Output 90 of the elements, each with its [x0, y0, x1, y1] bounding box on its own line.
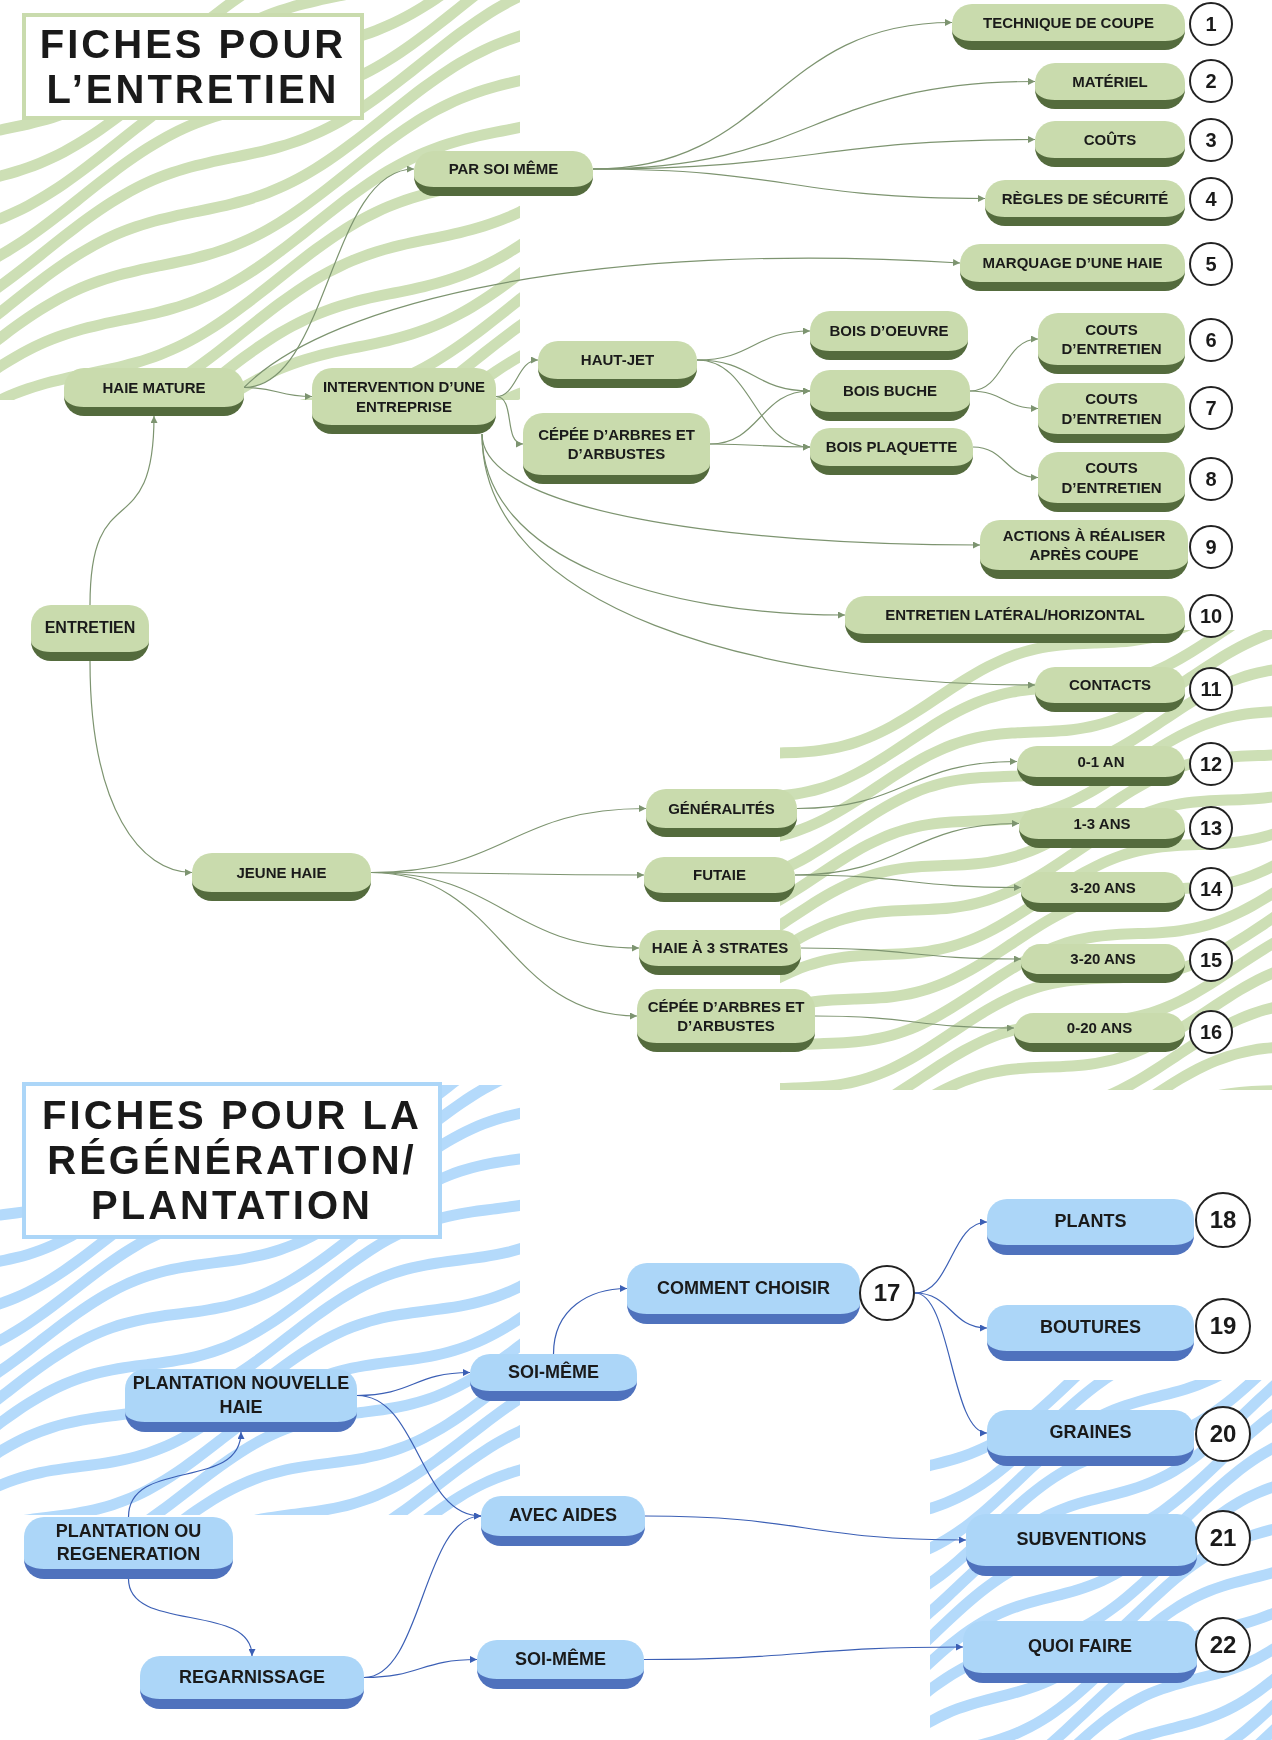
arrow	[914, 1292, 988, 1435]
topic-pill: BOIS PLAQUETTE	[810, 428, 973, 475]
arrow	[800, 947, 1022, 963]
topic-pill: CÉPÉE D’ARBRES ET D’ARBUSTES	[523, 413, 710, 484]
sheet-number: 6	[1189, 318, 1233, 362]
arrow	[243, 386, 313, 400]
topic-pill: COÛTS	[1035, 121, 1185, 167]
topic-pill: 1-3 ANS	[1019, 808, 1185, 848]
topic-pill: SOI-MÊME	[470, 1354, 637, 1401]
topic-pill: TECHNIQUE DE COUPE	[952, 4, 1185, 50]
arrow	[363, 1656, 478, 1679]
arrow	[709, 443, 811, 451]
sheet-number: 17	[859, 1265, 915, 1321]
sheet-number: 10	[1189, 594, 1233, 638]
topic-pill: FUTAIE	[644, 857, 795, 902]
sheet-number: 13	[1189, 806, 1233, 850]
topic-pill: 0-1 AN	[1017, 746, 1185, 786]
arrow	[814, 1015, 1015, 1032]
sheet-number: 7	[1189, 386, 1233, 430]
topic-pill: CÉPÉE D’ARBRES ET D’ARBUSTES	[637, 989, 815, 1052]
topic-pill: HAIE MATURE	[64, 368, 244, 416]
sheet-number: 5	[1189, 242, 1233, 286]
arrow	[481, 433, 1036, 689]
topic-pill: QUOI FAIRE	[963, 1621, 1197, 1683]
title-frame: FICHES POUR L’ENTRETIEN	[22, 13, 364, 120]
topic-pill: ENTRETIEN	[31, 605, 149, 661]
arrow	[644, 1515, 967, 1544]
sheet-number: 21	[1195, 1510, 1251, 1566]
topic-pill: PLANTATION NOUVELLE HAIE	[125, 1369, 357, 1432]
topic-pill: RÈGLES DE SÉCURITÉ	[985, 180, 1185, 226]
sheet-number: 16	[1189, 1010, 1233, 1054]
arrow	[89, 415, 158, 606]
arrow	[370, 871, 638, 1019]
arrow	[592, 168, 986, 202]
topic-pill: ACTIONS À RÉALISER APRÈS COUPE	[980, 520, 1188, 579]
sheet-number: 22	[1195, 1617, 1251, 1673]
topic-pill: COUTS D’ENTRETIEN	[1038, 452, 1185, 512]
topic-pill: BOUTURES	[987, 1305, 1194, 1361]
sheet-number: 14	[1189, 867, 1233, 911]
arrow	[914, 1292, 988, 1331]
topic-pill: HAUT-JET	[538, 341, 697, 388]
arrow	[794, 874, 1022, 891]
arrow	[495, 395, 524, 446]
topic-pill: BOIS D’OEUVRE	[810, 311, 968, 360]
topic-pill: 3-20 ANS	[1021, 944, 1185, 983]
sheet-number: 4	[1189, 177, 1233, 221]
arrow	[972, 446, 1039, 481]
sheet-number: 20	[1195, 1406, 1251, 1462]
topic-pill: INTERVENTION D’UNE ENTREPRISE	[312, 368, 496, 434]
arrow	[969, 390, 1039, 412]
topic-pill: MARQUAGE D’UNE HAIE	[960, 244, 1185, 291]
topic-pill: JEUNE HAIE	[192, 853, 371, 901]
topic-pill: SUBVENTIONS	[966, 1514, 1197, 1576]
sheet-number: 12	[1189, 742, 1233, 786]
arrow	[643, 1643, 964, 1661]
topic-pill: PLANTATION OU REGENERATION	[24, 1517, 233, 1579]
sheet-number: 8	[1189, 457, 1233, 501]
sheet-number: 11	[1189, 667, 1233, 711]
sheet-number: 9	[1189, 525, 1233, 569]
sheet-number: 2	[1189, 59, 1233, 103]
title-frame: FICHES POUR LA RÉGÉNÉRATION/ PLANTATION	[22, 1082, 442, 1239]
arrow	[243, 257, 961, 389]
arrow	[914, 1219, 988, 1294]
sheet-number: 19	[1195, 1298, 1251, 1354]
topic-pill: CONTACTS	[1035, 667, 1185, 712]
topic-pill: COUTS D’ENTRETIEN	[1038, 383, 1185, 443]
topic-pill: COUTS D’ENTRETIEN	[1038, 313, 1185, 374]
topic-pill: ENTRETIEN LATÉRAL/HORIZONTAL	[845, 596, 1185, 643]
topic-pill: AVEC AIDES	[481, 1496, 645, 1546]
sheet-number: 15	[1189, 938, 1233, 982]
topic-pill: PAR SOI MÊME	[414, 151, 593, 196]
topic-pill: GÉNÉRALITÉS	[646, 789, 797, 837]
topic-pill: PLANTS	[987, 1199, 1194, 1255]
sheet-number: 18	[1195, 1192, 1251, 1248]
arrow	[127, 1431, 244, 1518]
topic-pill: COMMENT CHOISIR	[627, 1263, 860, 1324]
topic-pill: REGARNISSAGE	[140, 1656, 364, 1709]
arrow	[552, 1285, 628, 1355]
topic-pill: 3-20 ANS	[1021, 872, 1185, 912]
arrow	[796, 758, 1018, 810]
arrow	[127, 1578, 254, 1657]
sheet-number: 1	[1189, 2, 1233, 46]
topic-pill: MATÉRIEL	[1035, 63, 1185, 109]
sheet-number: 3	[1189, 118, 1233, 162]
topic-pill: SOI-MÊME	[477, 1640, 644, 1689]
topic-pill: 0-20 ANS	[1014, 1013, 1185, 1052]
arrow	[89, 660, 193, 876]
topic-pill: GRAINES	[987, 1410, 1194, 1466]
topic-pill: BOIS BUCHE	[810, 370, 970, 421]
topic-pill: HAIE À 3 STRATES	[639, 930, 801, 975]
